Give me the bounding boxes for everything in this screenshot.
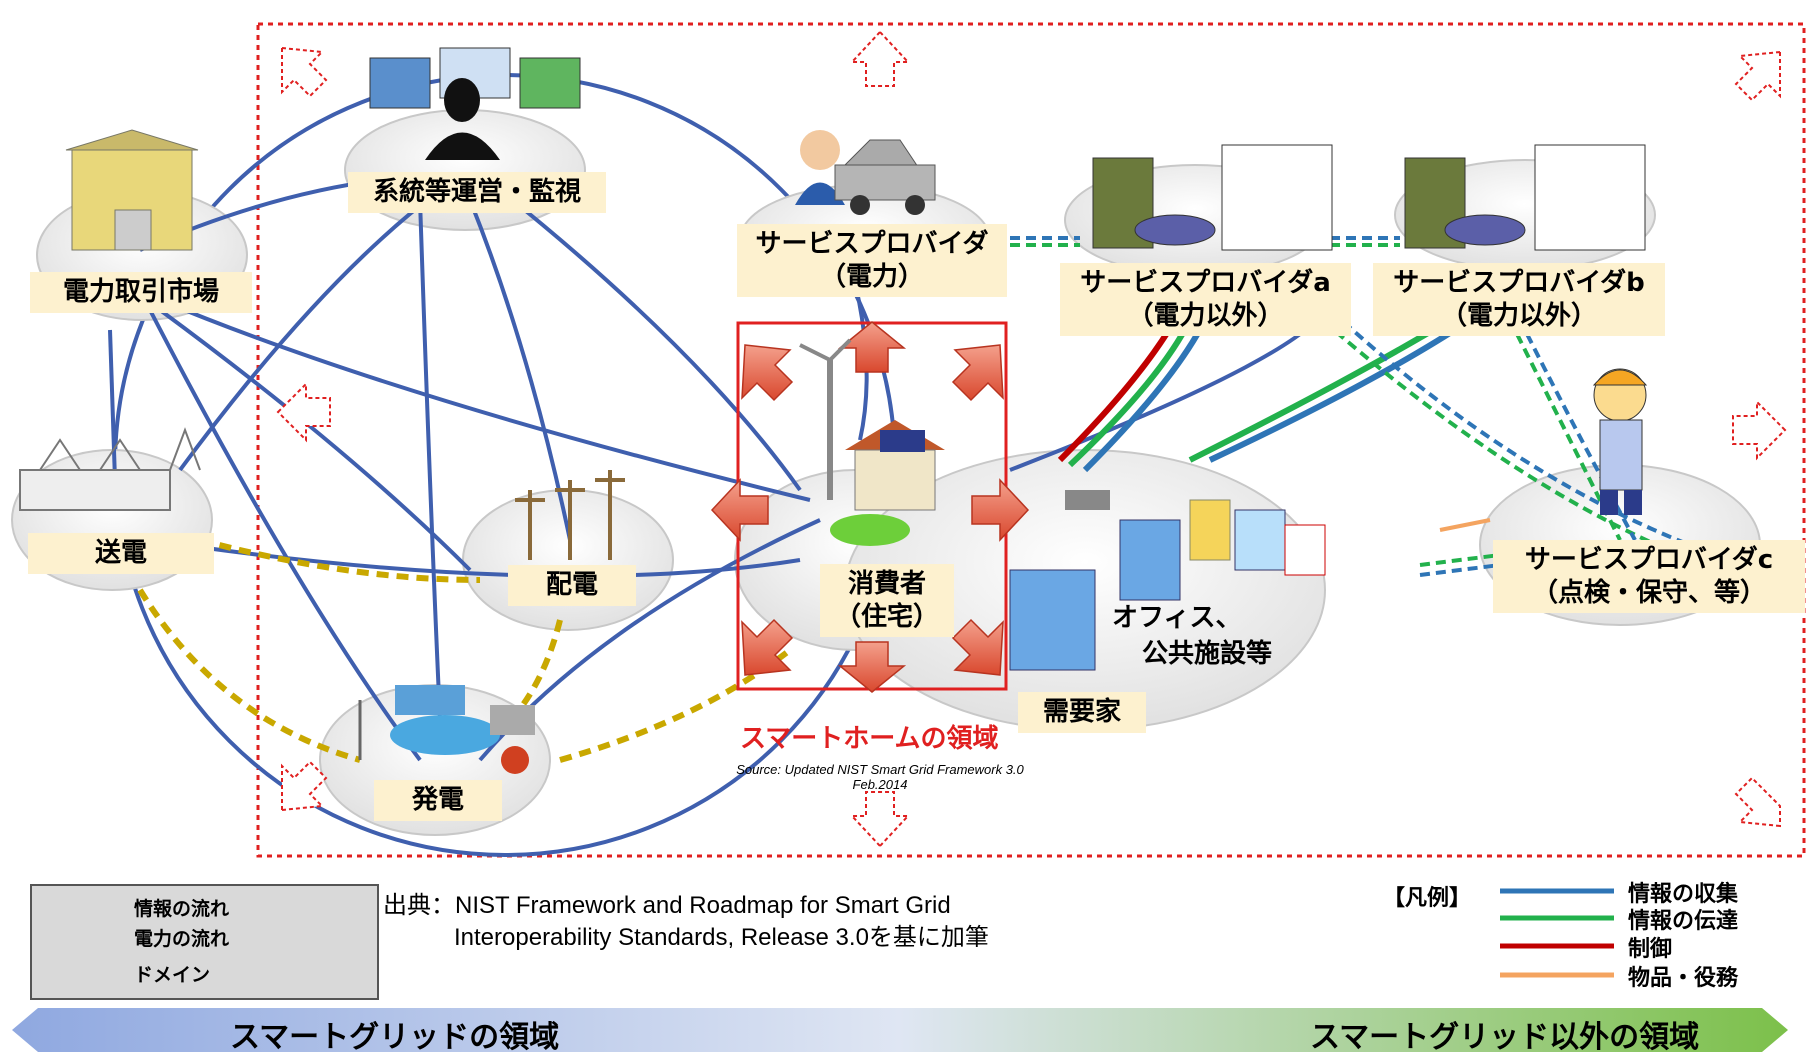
- server-icon-a: [1092, 144, 1333, 251]
- legend-collect-label: 情報の収集: [1628, 882, 1739, 907]
- service-lines: [1057, 317, 1472, 473]
- smart-home-arrows: [710, 321, 1030, 693]
- generation-plant-icon: [358, 685, 535, 774]
- region-expand-arrows: [276, 30, 1787, 848]
- sp-power-label: サービスプロバイダ （電力）: [737, 224, 1007, 297]
- distribution-label: 配電: [508, 565, 636, 606]
- legend-goods-label: 物品・役務: [1628, 966, 1739, 991]
- source-note-line1: Source: Updated NIST Smart Grid Framewor…: [736, 762, 1024, 777]
- legend-transmit-label: 情報の伝達: [1628, 909, 1739, 934]
- consumer-label: 消費者 （住宅）: [820, 564, 954, 637]
- sp-b-line2: （電力以外）: [1440, 300, 1597, 331]
- house-windmill-icon: [799, 338, 945, 546]
- office-line1: オフィス、: [1112, 603, 1242, 633]
- generation-label: 発電: [374, 780, 502, 821]
- smart-grid-region-label: スマートグリッドの領域: [230, 1020, 560, 1055]
- transmission-label: 送電: [28, 533, 214, 574]
- sp-c-line2: （点検・保守、等）: [1531, 577, 1766, 608]
- sp-power-line2: （電力）: [819, 261, 924, 292]
- citation: 出典：NIST Framework and Roadmap for Smart …: [383, 890, 989, 954]
- office-label: オフィス、 公共施設等: [1112, 600, 1272, 672]
- non-smart-grid-region-label: スマートグリッド以外の領域: [1310, 1020, 1700, 1055]
- sp-c-line1: サービスプロバイダc: [1524, 545, 1774, 575]
- legend-control-label: 制御: [1628, 937, 1673, 962]
- office-line2: 公共施設等: [1142, 639, 1273, 669]
- sp-c-label: サービスプロバイダc （点検・保守、等）: [1493, 540, 1805, 613]
- office-buildings-icon: [1009, 490, 1326, 671]
- consumer-line1: 消費者: [847, 569, 926, 599]
- goods-service-line: [1439, 518, 1491, 532]
- operator-car-icon: [795, 130, 936, 215]
- consumer-line2: （住宅）: [834, 601, 939, 632]
- source-note-line2: Feb.2014: [852, 777, 908, 792]
- legend-right-title: 【凡例】: [1383, 886, 1472, 911]
- legend-box-left: 情報の流れ 電力の流れ ドメイン: [30, 884, 379, 1000]
- market-building-icon: [65, 129, 199, 251]
- source-note: Source: Updated NIST Smart Grid Framewor…: [730, 762, 1030, 792]
- bottom-region-arrow: [12, 1008, 1788, 1052]
- substation-icon: [19, 427, 201, 511]
- legend-info-label: 情報の流れ: [134, 898, 230, 920]
- sp-a-line2: （電力以外）: [1127, 300, 1284, 331]
- worker-icon: [1592, 368, 1648, 515]
- utility-pole-icon: [515, 470, 625, 560]
- sp-b-label: サービスプロバイダb （電力以外）: [1373, 263, 1665, 336]
- citation-line1: 出典：NIST Framework and Roadmap for Smart …: [383, 892, 951, 919]
- legend-domain-label: ドメイン: [134, 964, 211, 986]
- operations-label: 系統等運営・監視: [348, 172, 606, 213]
- demand-label: 需要家: [1018, 692, 1146, 733]
- server-icon-b: [1404, 144, 1646, 251]
- sp-a-label: サービスプロバイダa （電力以外）: [1060, 263, 1351, 336]
- sp-b-line1: サービスプロバイダb: [1393, 268, 1645, 298]
- operations-monitors-icon: [369, 47, 581, 160]
- legend-power-label: 電力の流れ: [134, 928, 230, 950]
- market-label: 電力取引市場: [30, 272, 252, 313]
- citation-line2: Interoperability Standards, Release 3.0を…: [454, 924, 989, 951]
- sp-a-line1: サービスプロバイダa: [1080, 268, 1331, 298]
- smart-home-label: スマートホームの領域: [740, 724, 999, 754]
- smart-grid-region-border: [256, 22, 1806, 858]
- sp-power-line1: サービスプロバイダ: [755, 229, 989, 259]
